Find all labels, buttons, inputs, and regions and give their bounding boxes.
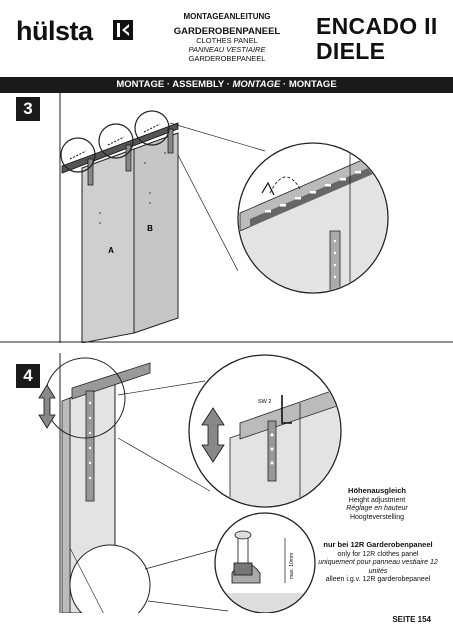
section-bar: MONTAGE · ASSEMBLY · MONTAGE · MONTAGE xyxy=(0,77,453,93)
step-number-3: 3 xyxy=(16,97,40,121)
height-arrow-small-icon xyxy=(38,384,56,429)
panel-b xyxy=(133,132,179,334)
max-label: max. 10mm xyxy=(289,553,295,579)
panel-b-label: B xyxy=(147,224,153,233)
note-fr: uniquement pour panneau vestiaire 12 uni… xyxy=(318,559,438,575)
height-fr: Réglage en hauteur xyxy=(346,505,408,512)
panel-a-label: A xyxy=(108,246,114,255)
bar-en: ASSEMBLY xyxy=(172,79,225,90)
model-line-2: DIELE xyxy=(316,38,386,64)
height-note: Höhenausgleich Height adjustment Réglage… xyxy=(322,486,432,522)
tool-label: SW 2 xyxy=(258,399,271,405)
header-nl: GARDEROBEPANEEL xyxy=(188,54,266,63)
document-header: MONTAGEANLEITUNG GARDEROBENPANEEL CLOTHE… xyxy=(148,12,306,63)
height-en: Height adjustment xyxy=(348,496,406,504)
note-en: only for 12R clothes panel xyxy=(337,550,419,558)
model-line-1: ENCADO II xyxy=(316,13,438,39)
height-arrow-large-icon xyxy=(201,407,225,463)
page-number: SEITE 154 xyxy=(392,615,431,624)
header-title: MONTAGEANLEITUNG xyxy=(183,12,271,21)
bar-nl: MONTAGE xyxy=(288,79,337,90)
step3-illustration: A B xyxy=(0,93,453,343)
header-product: GARDEROBENPANEEL xyxy=(173,26,281,37)
brand-mark-icon xyxy=(113,20,133,40)
header-fr: PANNEAU VESTIAIRE xyxy=(188,45,266,54)
model-name: ENCADO II DIELE xyxy=(316,14,438,64)
bar-sep: · xyxy=(283,79,287,90)
height-nl: Hoogteverstelling xyxy=(349,513,405,521)
bar-sep: · xyxy=(166,79,170,90)
header-en: CLOTHES PANEL xyxy=(196,36,258,45)
step4-illustration: SW 2 max. 10mm xyxy=(38,353,342,613)
bar-de: MONTAGE xyxy=(116,79,165,90)
step-number-4: 4 xyxy=(16,364,40,388)
bar-sep: · xyxy=(226,79,230,90)
12r-note: nur bei 12R Garderobenpaneel only for 12… xyxy=(318,540,438,585)
bar-fr: MONTAGE xyxy=(232,79,281,90)
brand-logo: hülsta xyxy=(16,16,93,47)
note-title: nur bei 12R Garderobenpaneel xyxy=(323,540,433,549)
brand-name: hülsta xyxy=(16,16,93,46)
note-nl: alleen i.g.v. 12R garderobepaneel xyxy=(325,576,431,583)
height-title: Höhenausgleich xyxy=(348,486,406,495)
